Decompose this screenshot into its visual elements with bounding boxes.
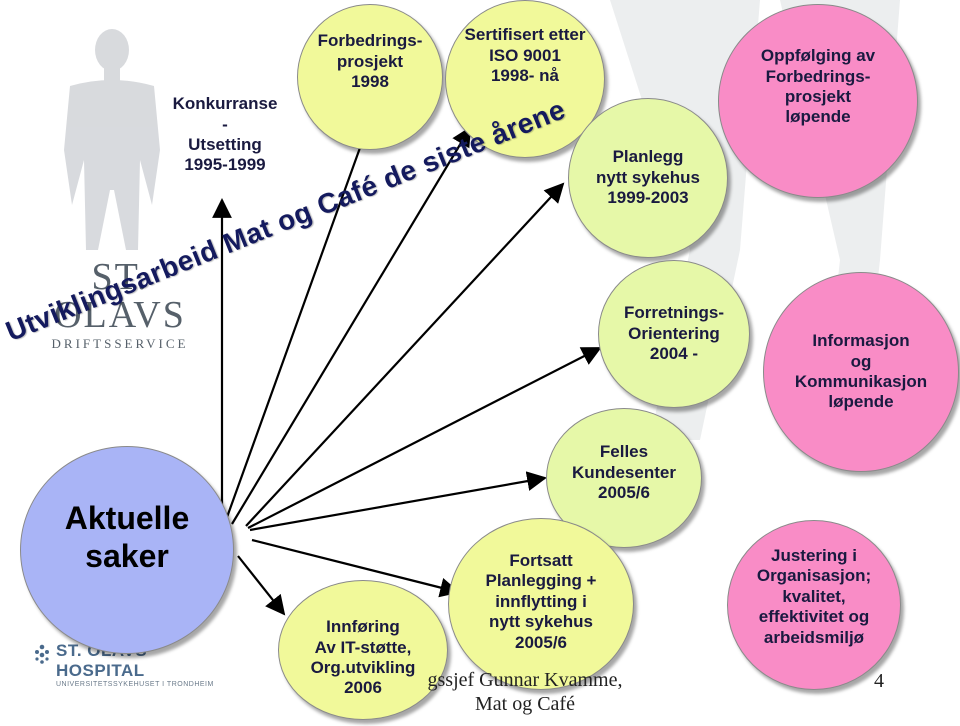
connector-it — [237, 555, 286, 616]
node-konkurranse: Konkurranse - Utsetting 1995-1999 — [140, 70, 310, 200]
footer-author: gssjef Gunnar Kvamme, Mat og Café — [400, 668, 650, 717]
connectors — [212, 118, 602, 616]
logo-line-1: ST. OLAVS — [54, 256, 186, 336]
connector-forbedring1998 — [224, 118, 374, 521]
connector-forretning — [247, 347, 602, 529]
node-informasjon: Informasjon og Kommunikasjon løpende — [763, 272, 959, 472]
hospital-subtitle: UNIVERSITETSSYKEHUSET I TRONDHEIM — [56, 681, 214, 688]
node-it-label: Innføring Av IT-støtte, Org.utvikling 20… — [310, 617, 416, 698]
node-forbedring1998-label: Forbedrings- prosjekt 1998 — [317, 31, 423, 92]
node-aktuelle-saker: Aktuelle saker — [20, 446, 234, 654]
node-forretning-label: Forretnings- Orientering 2004 - — [623, 303, 725, 364]
node-fortsatt: Fortsatt Planlegging + innflytting i nyt… — [448, 518, 634, 690]
connector-iso — [231, 126, 472, 525]
footer-author-line-1: gssjef Gunnar Kvamme, — [427, 669, 623, 691]
hospital-logo-icon — [35, 644, 49, 664]
node-forbedring1998: Forbedrings- prosjekt 1998 — [297, 4, 443, 150]
node-it: Innføring Av IT-støtte, Org.utvikling 20… — [278, 580, 448, 720]
connector-fortsatt — [251, 538, 460, 598]
node-konkurranse-label: Konkurranse - Utsetting 1995-1999 — [172, 94, 278, 175]
node-informasjon-label: Informasjon og Kommunikasjon løpende — [794, 331, 928, 412]
driftsservice-logo: ST. OLAVS DRIFTSSERVICE — [40, 258, 200, 352]
center-label: Aktuelle saker — [64, 499, 190, 574]
footer-author-line-2: Mat og Café — [475, 693, 575, 716]
node-fortsatt-label: Fortsatt Planlegging + innflytting i nyt… — [485, 551, 597, 652]
node-oppfolging-label: Oppfølging av Forbedrings- prosjekt løpe… — [760, 46, 876, 127]
node-justering-label: Justering i Organisasjon; kvalitet, effe… — [756, 546, 872, 647]
connector-planlegg — [245, 182, 565, 527]
node-oppfolging: Oppfølging av Forbedrings- prosjekt løpe… — [718, 4, 918, 198]
node-planlegg-label: Planlegg nytt sykehus 1999-2003 — [596, 147, 700, 208]
node-felles-label: Felles Kundesenter 2005/6 — [572, 442, 676, 503]
figure-silhouette — [64, 29, 160, 250]
node-iso: Sertifisert etter ISO 9001 1998- nå — [445, 0, 605, 158]
connector-felles — [249, 471, 547, 532]
node-forretning: Forretnings- Orientering 2004 - — [598, 260, 750, 408]
node-planlegg: Planlegg nytt sykehus 1999-2003 — [568, 98, 728, 258]
node-iso-label: Sertifisert etter ISO 9001 1998- nå — [464, 25, 586, 86]
logo-line-2: DRIFTSSERVICE — [51, 336, 189, 351]
node-justering: Justering i Organisasjon; kvalitet, effe… — [727, 520, 901, 690]
hospital-logo: ST. OLAVS HOSPITAL UNIVERSITETSSYKEHUSET… — [36, 641, 236, 688]
page-number: 4 — [874, 670, 884, 692]
